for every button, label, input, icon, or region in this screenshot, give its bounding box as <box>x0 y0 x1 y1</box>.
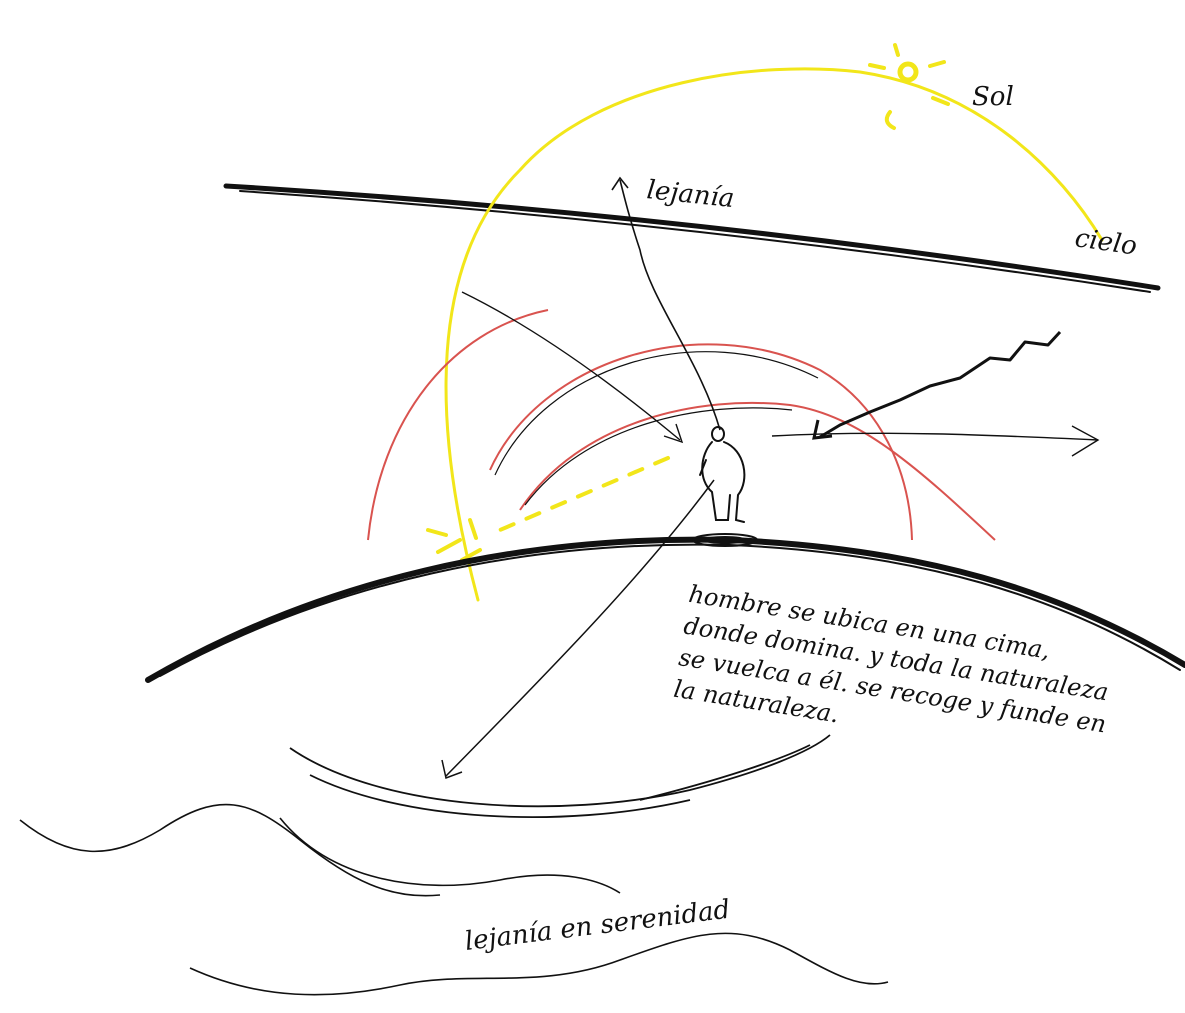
note-block: hombre se ubica en una cima, donde domin… <box>672 580 1118 770</box>
red-arc-inner <box>520 403 995 540</box>
distance-label: lejanía <box>645 175 735 214</box>
arrow-to-right-head <box>1072 426 1098 456</box>
black-arc-middle <box>495 352 818 475</box>
small-sun-icon <box>428 520 480 560</box>
valley-curve-3 <box>640 745 810 800</box>
sun-icon <box>870 45 948 128</box>
wave-line-2 <box>280 818 620 893</box>
valley-curve-1 <box>290 735 830 806</box>
serenity-label: lejanía en serenidad <box>463 895 732 957</box>
valley-curve-2 <box>310 775 690 817</box>
arrow-to-distance-head <box>612 178 628 190</box>
sun-label: Sol <box>972 82 1014 112</box>
wave-line-1 <box>20 805 440 896</box>
sky-label: cielo <box>1073 223 1139 261</box>
sky-arc-yellow <box>446 69 1102 600</box>
arrow-from-right <box>820 332 1060 437</box>
sun-ray-dashed <box>500 458 668 530</box>
arrow-down <box>446 480 714 776</box>
red-arc-middle <box>490 344 912 540</box>
person-figure-icon <box>693 427 757 546</box>
